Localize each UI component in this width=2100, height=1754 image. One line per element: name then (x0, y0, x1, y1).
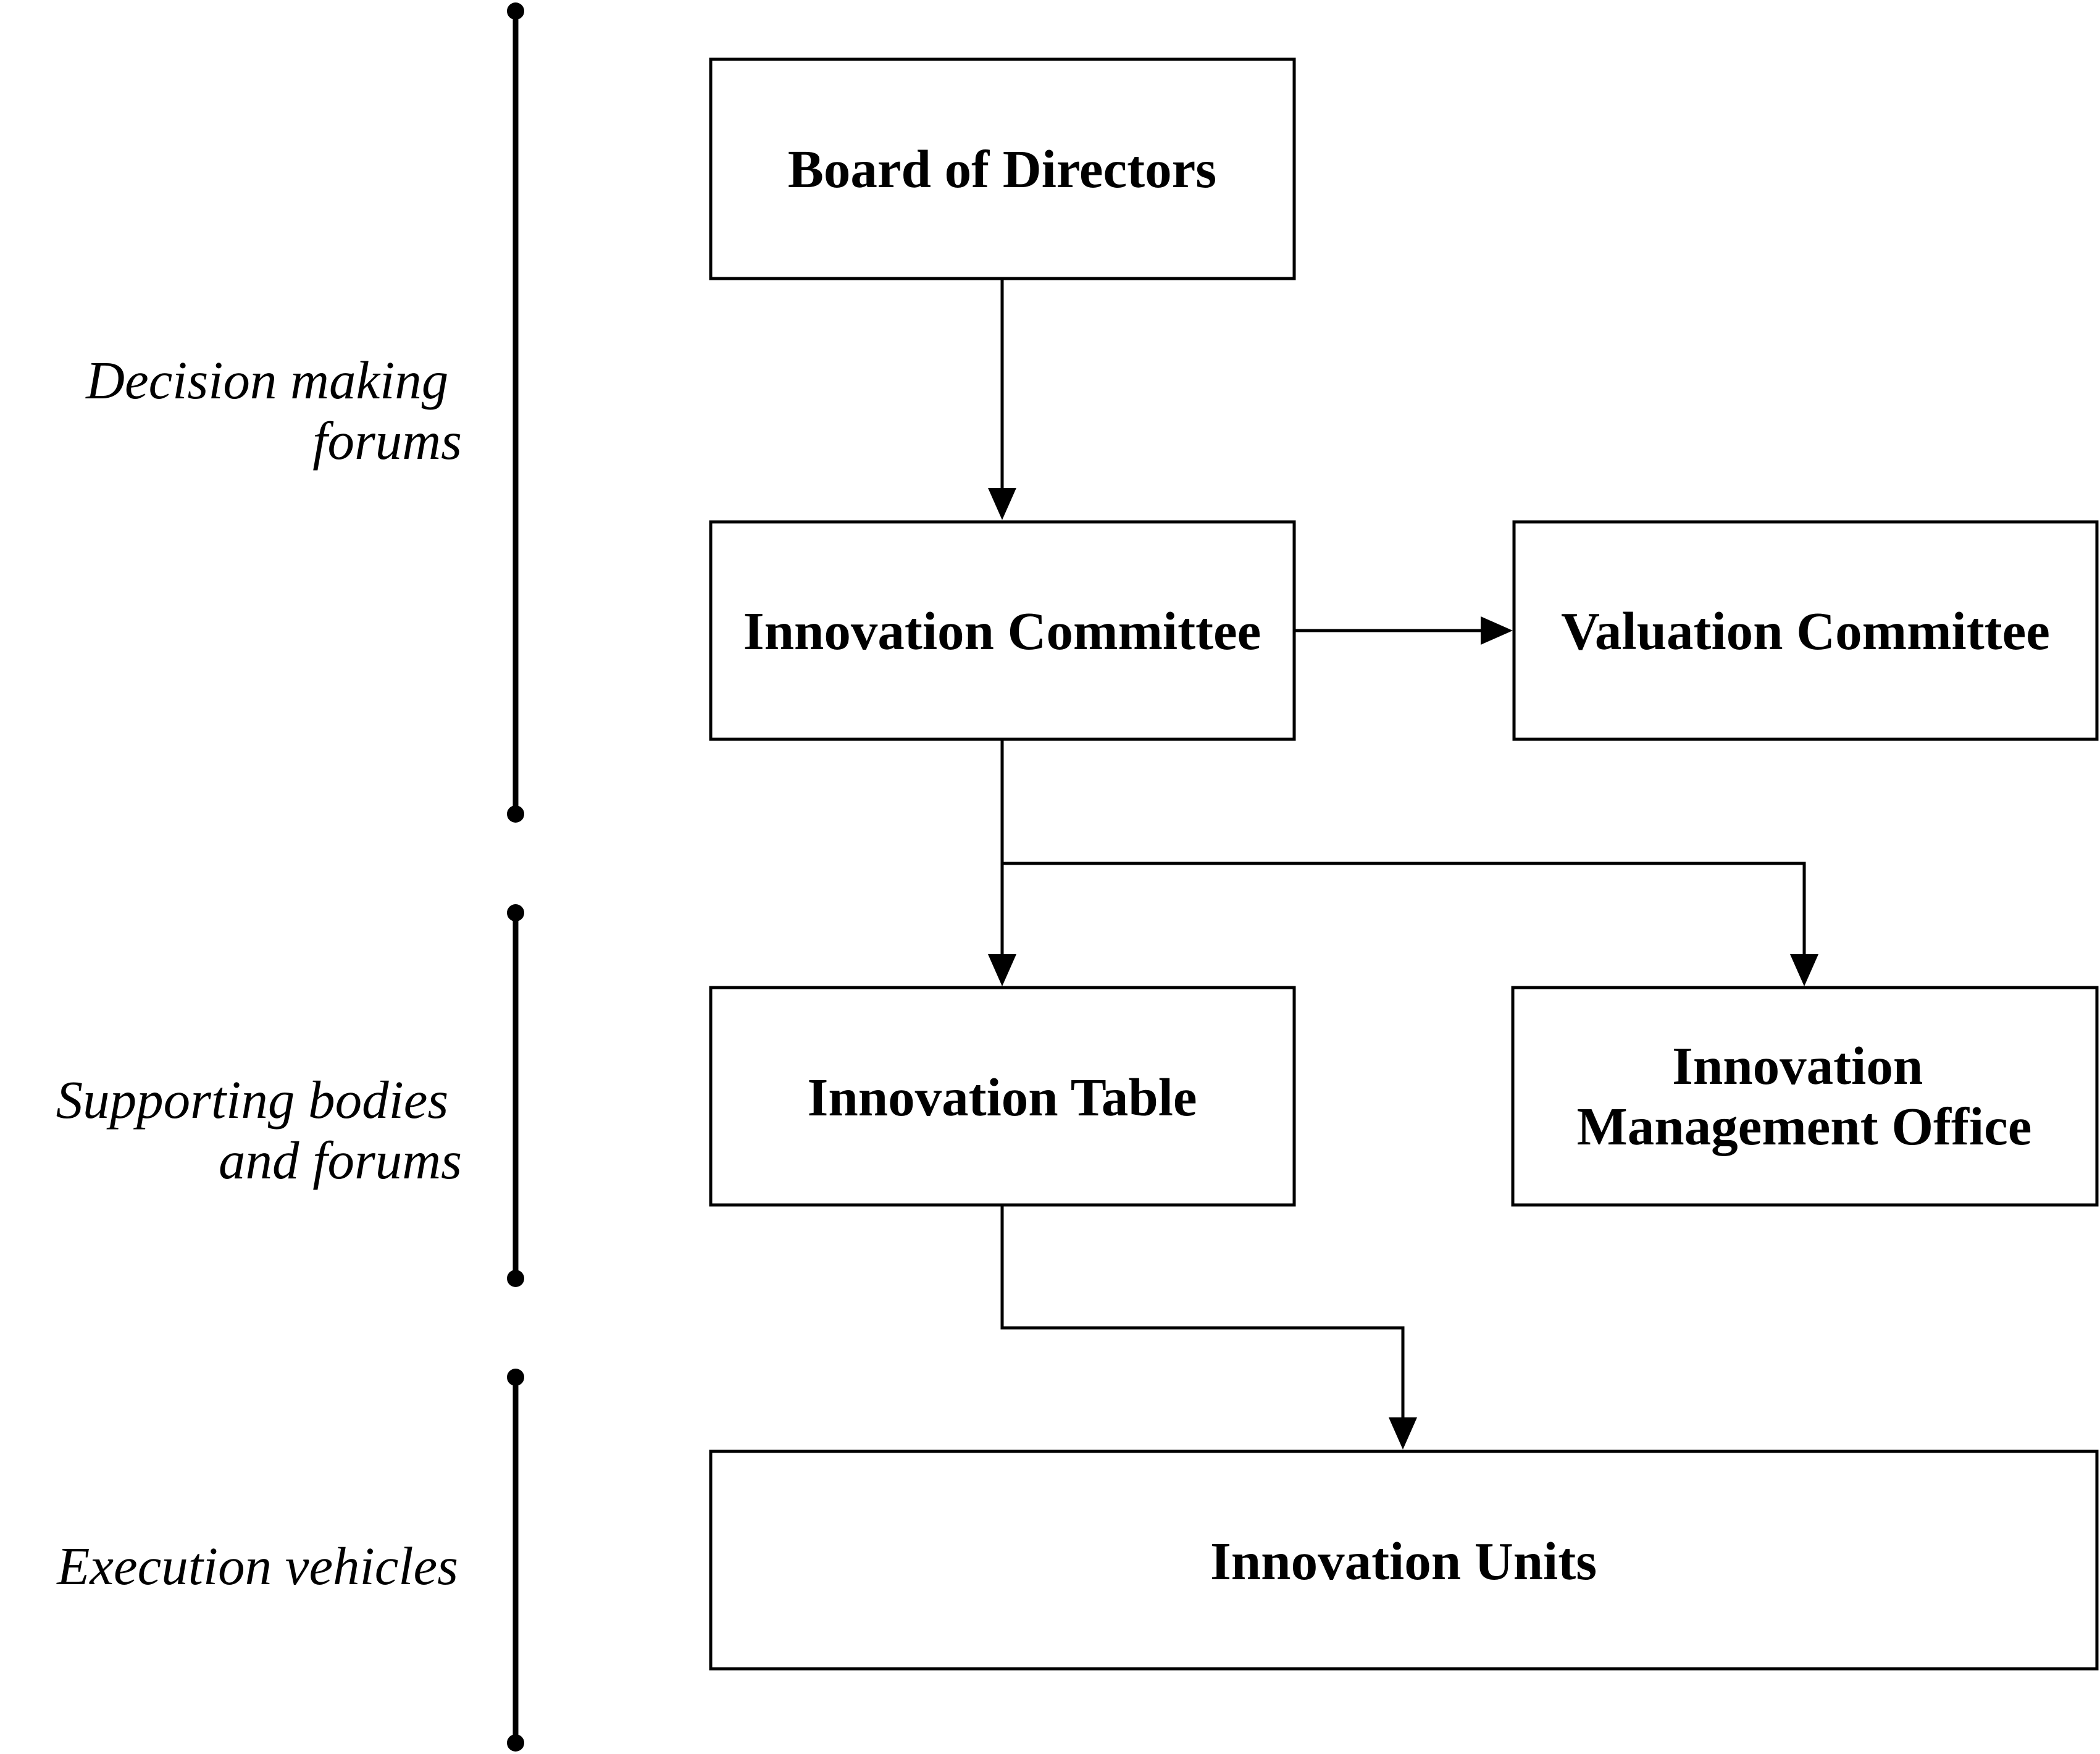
group-label-decision-making: Decision making forums (85, 350, 462, 471)
edge-committee-to-table (988, 739, 1016, 986)
node-label-board-of-directors: Board of Directors (788, 139, 1216, 199)
node-valuation-committee: Valuation Committee (1512, 520, 2099, 741)
node-innovation-table: Innovation Table (709, 986, 1296, 1207)
edge-board-to-committee (988, 279, 1016, 520)
node-label-valuation-committee: Valuation Committee (1561, 601, 2050, 661)
edge-committee-to-management-office (1002, 862, 1818, 986)
node-label-innovation-management-office: Innovation Management Office (1577, 1036, 2032, 1156)
node-label-innovation-table: Innovation Table (807, 1067, 1197, 1127)
node-innovation-committee: Innovation Committee (709, 520, 1296, 741)
group-label-supporting: Supporting bodies and forums (56, 1070, 462, 1190)
node-board-of-directors: Board of Directors (709, 57, 1296, 280)
group-bracket-supporting (507, 904, 524, 1287)
group-bracket-execution (507, 1369, 524, 1752)
node-innovation-units: Innovation Units (709, 1450, 2099, 1671)
edge-table-to-units (1000, 1205, 1417, 1450)
group-bracket-decision-making (507, 2, 524, 823)
node-innovation-management-office: Innovation Management Office (1511, 986, 2099, 1207)
node-label-innovation-units: Innovation Units (1210, 1531, 1597, 1591)
edge-committee-to-valuation (1294, 616, 1513, 645)
node-label-innovation-committee: Innovation Committee (743, 601, 1261, 661)
group-label-execution: Execution vehicles (56, 1536, 458, 1596)
